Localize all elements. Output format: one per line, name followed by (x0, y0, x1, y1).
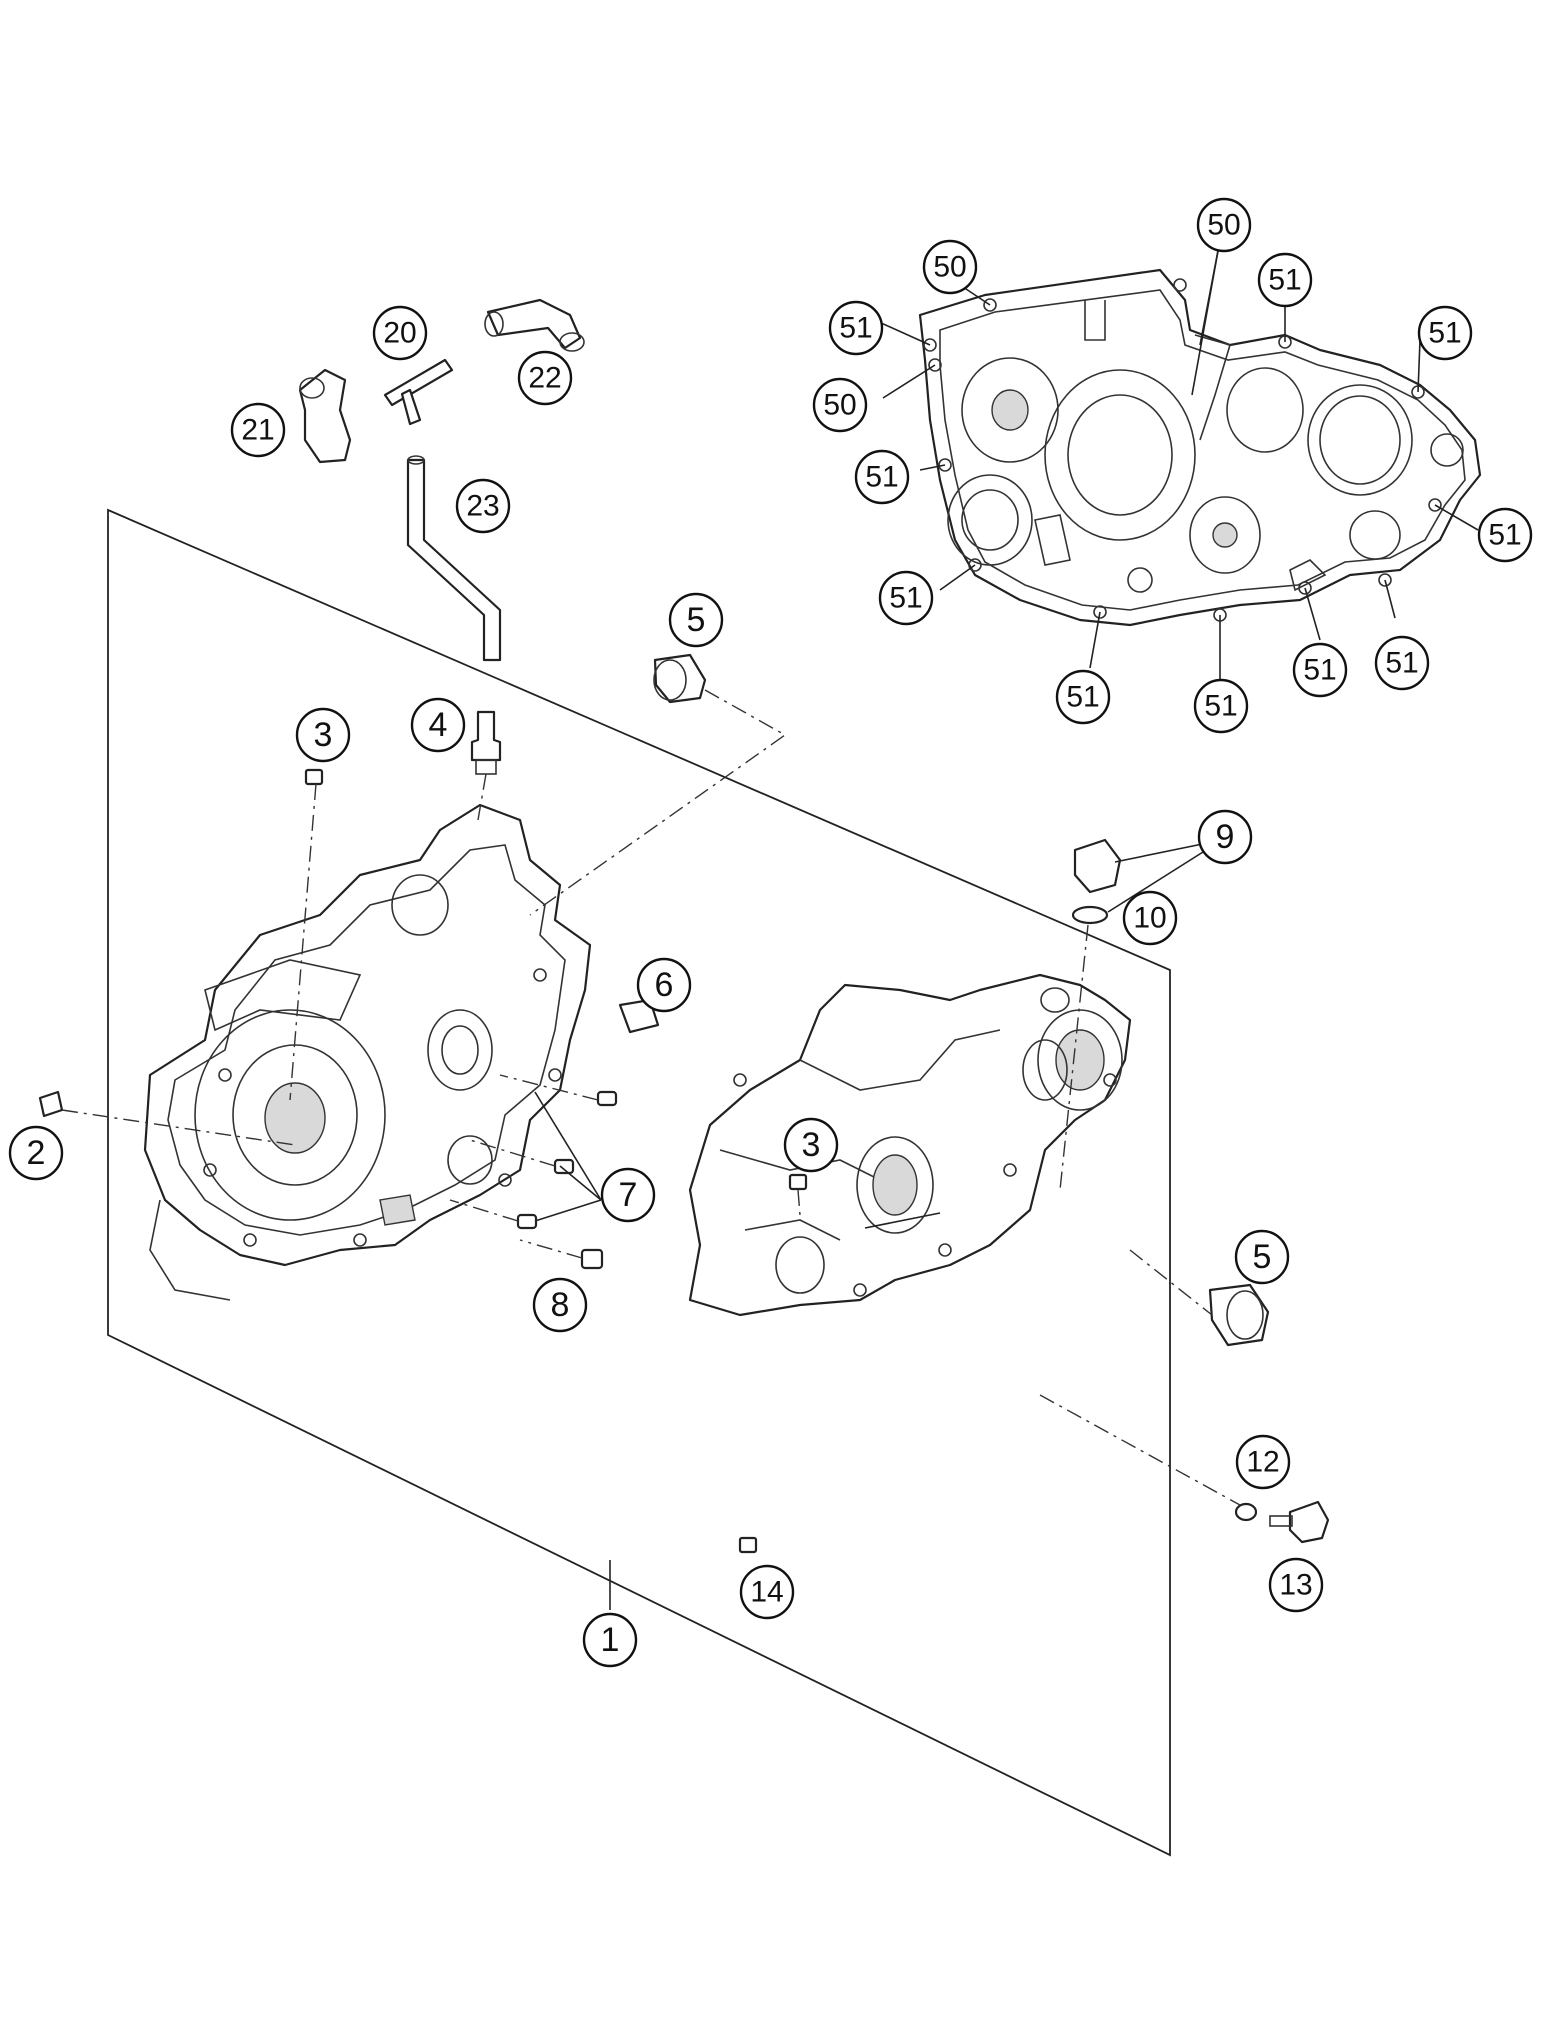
svg-text:51: 51 (1066, 681, 1099, 714)
plug-9 (1073, 838, 1122, 894)
right-crankcase-half (688, 973, 1132, 1317)
callout-50-a: 50 (922, 239, 978, 295)
svg-text:50: 50 (1207, 209, 1240, 242)
svg-text:51: 51 (1385, 647, 1418, 680)
svg-text:12: 12 (1246, 1446, 1279, 1479)
breather-pipe-23 (406, 455, 502, 662)
callout-23: 23 (455, 478, 511, 534)
callout-9: 9 (1197, 809, 1253, 865)
callout-21: 21 (230, 402, 286, 458)
elbow-hose-22 (484, 298, 585, 352)
callout-7: 7 (600, 1167, 656, 1223)
svg-text:51: 51 (1268, 264, 1301, 297)
callout-5-right: 5 (1234, 1229, 1290, 1285)
left-crankcase-half (143, 803, 592, 1301)
t-fitting-20 (383, 358, 454, 426)
callout-22: 22 (517, 350, 573, 406)
o-ring-10 (1071, 905, 1109, 925)
svg-text:20: 20 (383, 317, 416, 350)
svg-text:5: 5 (687, 601, 706, 639)
svg-text:51: 51 (1488, 519, 1521, 552)
crankcase-inner-view (918, 268, 1482, 627)
callout-10: 10 (1122, 890, 1178, 946)
callout-14: 14 (739, 1564, 795, 1620)
bushing-6 (618, 998, 660, 1034)
bushing-8 (580, 1248, 604, 1270)
svg-text:10: 10 (1133, 902, 1166, 935)
callout-51-c: 51 (1417, 305, 1473, 361)
svg-text:51: 51 (839, 312, 872, 345)
callout-51-j: 51 (1374, 635, 1430, 691)
callout-5-top: 5 (668, 592, 724, 648)
svg-text:51: 51 (1428, 317, 1461, 350)
svg-text:3: 3 (802, 1126, 821, 1164)
svg-text:1: 1 (601, 1621, 620, 1659)
callout-51-b: 51 (1257, 252, 1313, 308)
callout-51-a: 51 (828, 300, 884, 356)
center-lines (61, 689, 1241, 1506)
callout-50-c: 50 (812, 377, 868, 433)
callout-2: 2 (8, 1125, 64, 1181)
callout-1: 1 (582, 1612, 638, 1668)
hose-nipple-4 (470, 710, 502, 775)
dowel-pins-7 (516, 1090, 618, 1230)
callout-51-f: 51 (878, 570, 934, 626)
svg-text:50: 50 (933, 251, 966, 284)
svg-text:22: 22 (528, 362, 561, 395)
svg-text:21: 21 (241, 414, 274, 447)
assembly-frame (107, 508, 1171, 1857)
callout-12: 12 (1235, 1434, 1291, 1490)
callout-13: 13 (1268, 1557, 1324, 1613)
callout-51-d: 51 (854, 449, 910, 505)
screw-3-left (304, 768, 324, 786)
svg-text:51: 51 (1204, 690, 1237, 723)
callout-51-i: 51 (1292, 642, 1348, 698)
screw-14 (738, 1536, 758, 1554)
svg-text:5: 5 (1253, 1238, 1272, 1276)
callout-4: 4 (410, 697, 466, 753)
svg-text:3: 3 (314, 716, 333, 754)
leader-lines (534, 239, 1479, 1229)
callout-51-g: 51 (1055, 669, 1111, 725)
callout-20: 20 (372, 305, 428, 361)
hose-21 (298, 368, 352, 464)
bushing-5-right (1208, 1283, 1270, 1347)
svg-text:9: 9 (1216, 818, 1235, 856)
callout-50-b: 50 (1196, 197, 1252, 253)
svg-text:50: 50 (823, 389, 856, 422)
drain-plug-13 (1269, 1500, 1330, 1544)
callout-3-right: 3 (783, 1117, 839, 1173)
svg-text:8: 8 (551, 1286, 570, 1324)
svg-text:4: 4 (429, 706, 448, 744)
svg-text:2: 2 (27, 1134, 46, 1172)
washer-12 (1234, 1502, 1258, 1522)
svg-text:51: 51 (865, 461, 898, 494)
plug-2 (38, 1090, 64, 1118)
screw-3-right (788, 1173, 808, 1191)
callout-3-left: 3 (295, 707, 351, 763)
callout-8: 8 (532, 1277, 588, 1333)
svg-text:23: 23 (466, 490, 499, 523)
callout-51-e: 51 (1477, 507, 1533, 563)
callout-51-h: 51 (1193, 678, 1249, 734)
svg-text:51: 51 (1303, 654, 1336, 687)
svg-text:6: 6 (655, 966, 674, 1004)
svg-text:7: 7 (619, 1176, 638, 1214)
svg-text:13: 13 (1279, 1569, 1312, 1602)
svg-text:14: 14 (750, 1576, 783, 1609)
svg-text:51: 51 (889, 582, 922, 615)
callout-6: 6 (636, 957, 692, 1013)
bushing-5-top (653, 653, 707, 704)
